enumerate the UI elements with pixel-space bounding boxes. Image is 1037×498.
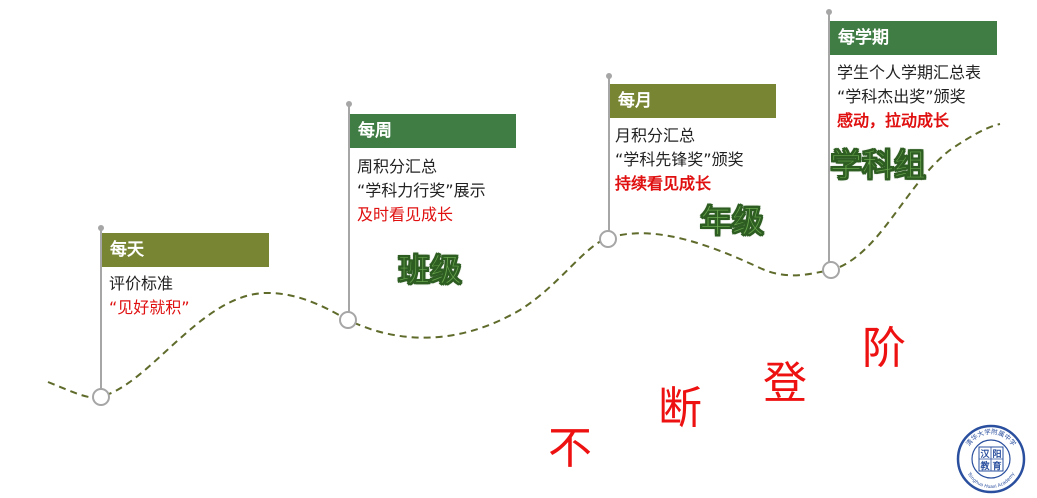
pole-top-monthly: [606, 73, 612, 79]
flag-weekly: 每周: [350, 114, 516, 148]
motto-char-3: 登: [763, 358, 807, 409]
milestone-ring-monthly: [599, 230, 617, 248]
stage-semester-highlight: 感动，拉动成长: [837, 111, 950, 130]
motto-char-4: 阶: [862, 323, 906, 374]
stage-weekly-line2: “学科力行奖”展示: [357, 181, 486, 200]
flag-monthly: 每月: [610, 84, 776, 118]
milestone-ring-semester: [822, 261, 840, 279]
stage-monthly-highlight: 持续看见成长: [615, 174, 712, 193]
motto-char-1: 不: [548, 423, 592, 474]
pole-top-semester: [826, 9, 832, 15]
logo-cell-3: 教: [979, 460, 990, 472]
level-label-grade: 年级: [700, 202, 765, 241]
stage-semester-line1: 学生个人学期汇总表: [837, 63, 982, 82]
level-label-class: 班级: [398, 251, 463, 290]
pole-top-daily: [98, 225, 104, 231]
milestone-ring-weekly: [339, 311, 357, 329]
logo-cell-2: 阳: [992, 449, 1001, 460]
logo-cell-4: 育: [992, 460, 1001, 472]
stage-daily-line1: 评价标准: [109, 274, 174, 293]
motto-char-2: 断: [658, 383, 702, 434]
growth-curve: [47, 123, 1001, 399]
stage-weekly-line1: 周积分汇总: [357, 157, 438, 176]
level-label-subject-group: 学科组: [830, 146, 927, 185]
stage-desc-weekly: 周积分汇总 “学科力行奖”展示 及时看见成长: [357, 155, 486, 227]
stage-desc-semester: 学生个人学期汇总表 “学科杰出奖”颁奖 感动，拉动成长: [837, 61, 981, 133]
flag-semester: 每学期: [830, 21, 997, 55]
stage-weekly-highlight: 及时看见成长: [357, 205, 454, 224]
stage-monthly-line2: “学科先锋奖”颁奖: [615, 150, 744, 169]
stage-daily-highlight: “见好就积”: [109, 298, 190, 317]
institution-logo: 清华大学附属中学 Tsinghua Huaxi Academy 汉 阳 教 育: [956, 424, 1026, 494]
stage-semester-line2: “学科杰出奖”颁奖: [837, 87, 966, 106]
milestone-ring-daily: [92, 388, 110, 406]
stage-desc-monthly: 月积分汇总 “学科先锋奖”颁奖 持续看见成长: [615, 124, 744, 196]
flag-daily: 每天: [102, 233, 269, 267]
stage-monthly-line1: 月积分汇总: [615, 126, 696, 145]
logo-cell-1: 汉: [980, 448, 990, 460]
stage-desc-daily: 评价标准 “见好就积”: [109, 272, 190, 320]
pole-top-weekly: [346, 101, 352, 107]
